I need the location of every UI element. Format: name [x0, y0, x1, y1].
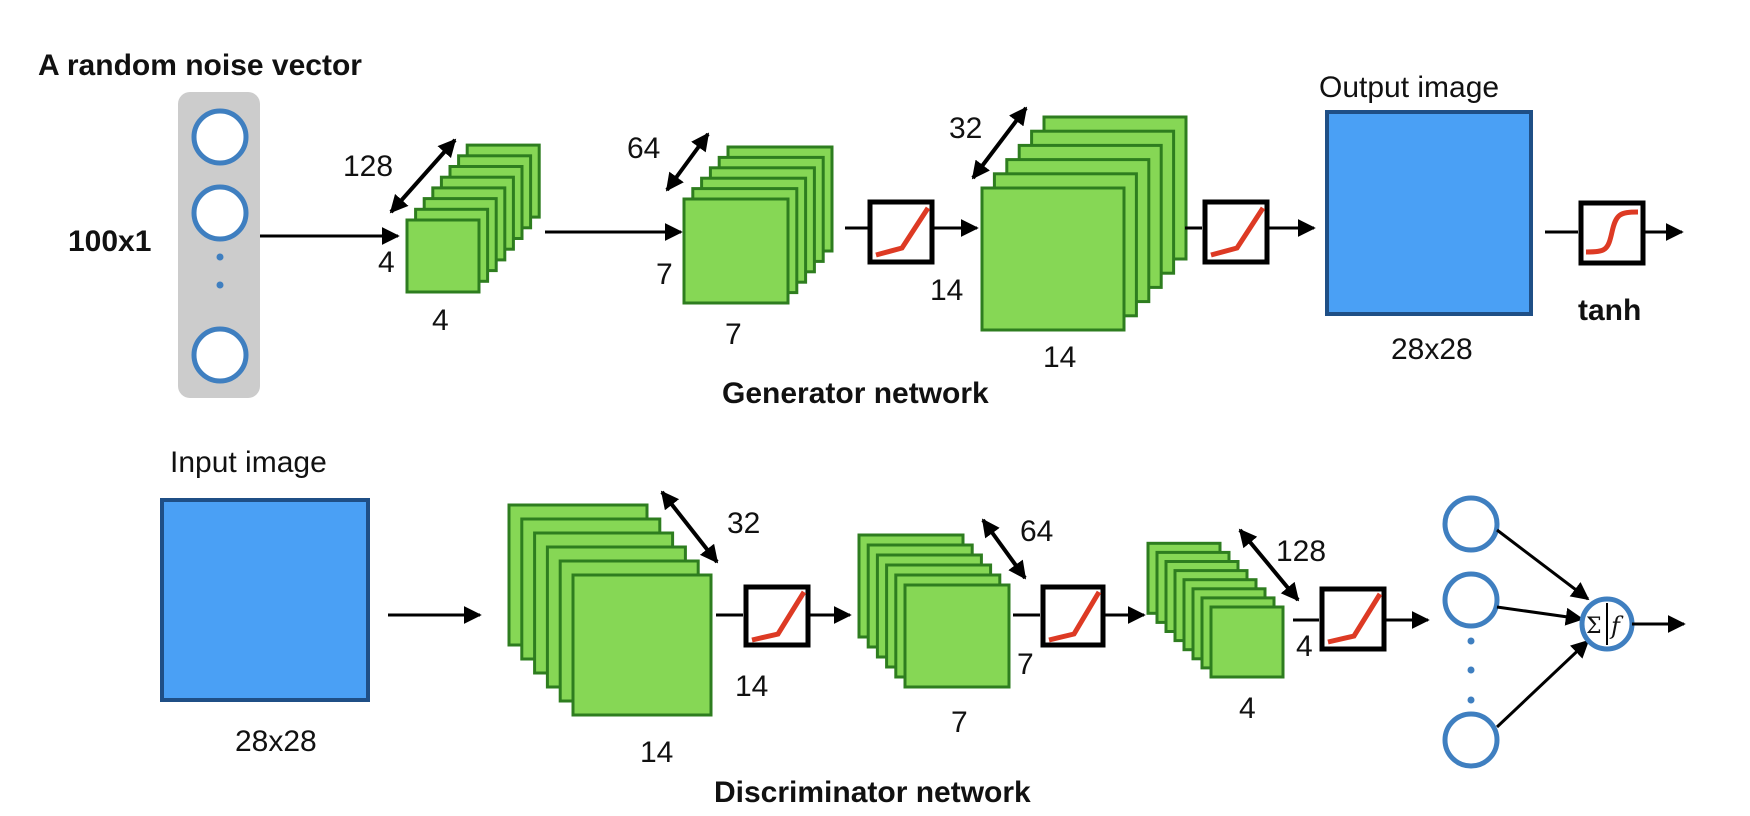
- arrow: [1496, 528, 1590, 601]
- discriminator-block3-width-label: 4: [1239, 692, 1256, 725]
- dense-node: [1442, 571, 1500, 629]
- feature-map-slice: [1209, 605, 1285, 679]
- discriminator-block1-depth-label: 32: [727, 507, 760, 540]
- discriminator-network-label: Discriminator network: [714, 776, 1031, 809]
- generator-block3-width-label: 14: [1043, 341, 1076, 374]
- depth-arrow: [665, 132, 710, 192]
- tanh-label: tanh: [1578, 294, 1641, 327]
- generator-block2-depth-label: 64: [627, 132, 660, 165]
- discriminator-feature-map-14x14x32: [507, 503, 713, 717]
- noise-node: [191, 326, 249, 384]
- discriminator-block3-depth-label: 128: [1276, 535, 1326, 568]
- sum-activation-icon: Σ f: [1579, 596, 1635, 652]
- relu-icon: [743, 584, 811, 648]
- sigmoid-icon: [1578, 200, 1646, 266]
- feature-map-slice: [405, 218, 481, 294]
- dense-ellipsis-dot: [1467, 696, 1475, 704]
- depth-arrow: [660, 490, 719, 564]
- generator-block2-height-label: 7: [656, 258, 673, 291]
- discriminator-block1-height-label: 14: [735, 670, 768, 703]
- input-image: [160, 498, 370, 702]
- discriminator-feature-map-7x7x64: [857, 533, 1011, 689]
- output-image-size-label: 28x28: [1391, 333, 1473, 366]
- feature-map-slice: [571, 573, 713, 717]
- generator-feature-map-7x7x64: [682, 145, 834, 305]
- discriminator-block3-height-label: 4: [1296, 630, 1313, 663]
- relu-icon: [867, 199, 935, 265]
- generator-block1-height-label: 4: [378, 246, 395, 279]
- depth-arrow: [981, 518, 1027, 580]
- output-image-title: Output image: [1319, 71, 1499, 104]
- noise-node: [191, 184, 249, 242]
- depth-arrow: [1238, 528, 1300, 602]
- relu-icon: [1202, 199, 1270, 265]
- arrow: [1495, 639, 1590, 729]
- dense-ellipsis-dot: [1467, 637, 1475, 645]
- noise-node: [191, 108, 249, 166]
- generator-feature-map-4x4x128: [405, 143, 541, 294]
- discriminator-block2-depth-label: 64: [1020, 515, 1053, 548]
- generator-block1-width-label: 4: [432, 304, 449, 337]
- generator-block3-height-label: 14: [930, 274, 963, 307]
- feature-map-slice: [903, 583, 1011, 689]
- generator-block2-width-label: 7: [725, 318, 742, 351]
- noise-ellipsis-dot: [216, 253, 224, 261]
- noise-vector-title: A random noise vector: [38, 49, 362, 82]
- depth-arrow: [971, 106, 1028, 180]
- discriminator-block2-height-label: 7: [1017, 648, 1034, 681]
- arrow: [1496, 605, 1584, 626]
- noise-ellipsis-dot: [216, 281, 224, 289]
- relu-icon: [1040, 584, 1106, 648]
- generator-feature-map-14x14x32: [980, 115, 1188, 332]
- feature-map-slice: [980, 186, 1126, 332]
- input-image-size-label: 28x28: [235, 725, 317, 758]
- noise-vector: [178, 92, 260, 398]
- output-image: [1325, 110, 1533, 316]
- discriminator-block1-width-label: 14: [640, 736, 673, 769]
- generator-block1-depth-label: 128: [343, 150, 393, 183]
- discriminator-block2-width-label: 7: [951, 706, 968, 739]
- dense-layer: [1442, 495, 1500, 769]
- noise-size-label: 100x1: [68, 225, 151, 258]
- relu-icon: [1319, 586, 1387, 652]
- feature-map-slice: [682, 197, 790, 305]
- generator-block3-depth-label: 32: [949, 112, 982, 145]
- sum-symbol: Σ: [1586, 614, 1602, 639]
- discriminator-feature-map-4x4x128: [1146, 541, 1285, 679]
- generator-network-label: Generator network: [722, 377, 989, 410]
- depth-arrow: [389, 138, 457, 214]
- dense-node: [1442, 495, 1500, 553]
- noise-vector-panel: [178, 92, 260, 398]
- dense-node: [1442, 711, 1500, 769]
- dense-ellipsis-dot: [1467, 666, 1475, 674]
- input-image-title: Input image: [170, 446, 327, 479]
